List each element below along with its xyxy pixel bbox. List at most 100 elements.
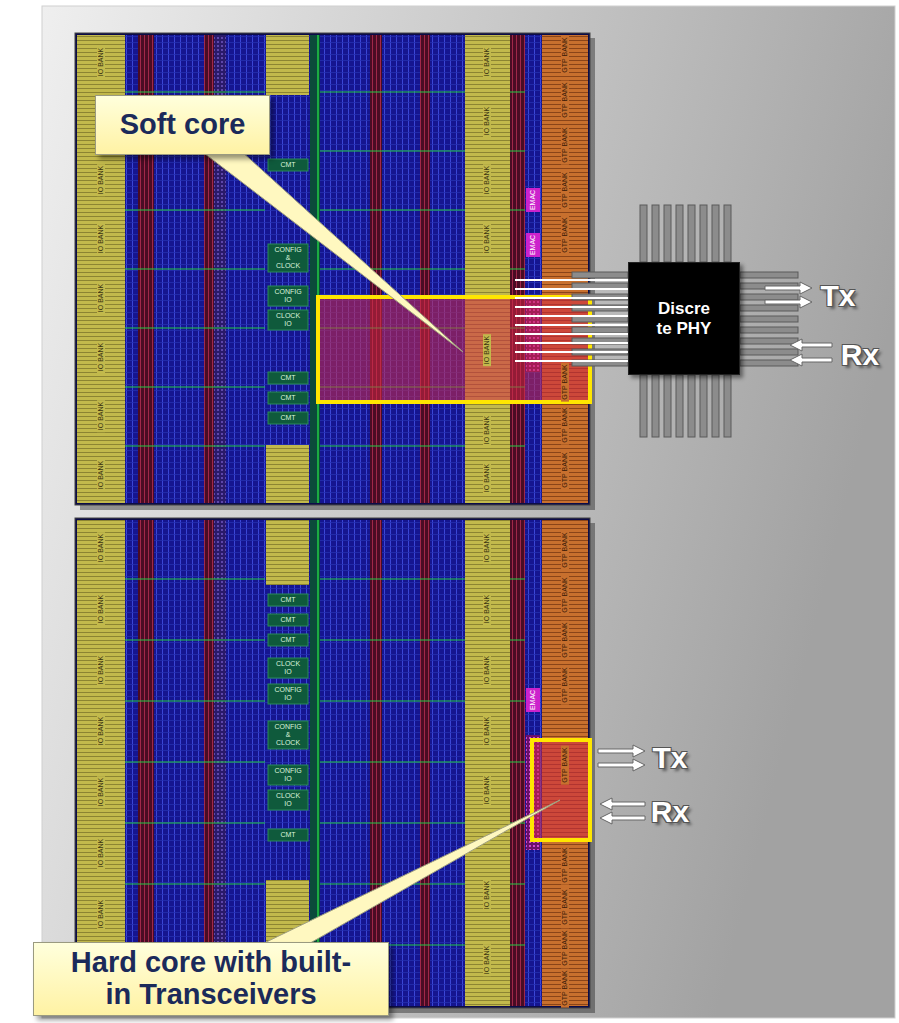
clock-region-line: [510, 92, 525, 93]
gtp-bank-label: GTP BANK: [561, 80, 569, 119]
clock-region-line: [125, 701, 265, 702]
gtp-bank-label: GTP BANK: [561, 362, 569, 401]
phy-pin: [712, 205, 719, 262]
clock-block-label: CLOCK IO: [273, 312, 303, 328]
io-bank-label: IO BANK: [483, 223, 491, 255]
gtp-bank-label: GTP BANK: [561, 887, 569, 926]
clock-block-label: CMT: [273, 596, 303, 604]
node-text: Hard core with built-in Transceivers: [61, 947, 361, 1011]
clock-region-line: [320, 823, 465, 824]
phy-wire: [515, 279, 630, 281]
phy-pin: [652, 375, 659, 437]
phy-pin: [640, 375, 647, 437]
phy-pin: [712, 375, 719, 437]
clock-region-line: [320, 579, 465, 580]
clock-region-line: [510, 151, 525, 152]
clock-block-label: CLOCK IO: [273, 792, 303, 808]
clock-block-label: CONFIG & CLOCK: [273, 246, 303, 270]
phy-pin: [740, 327, 798, 333]
signal-label: Rx: [841, 338, 879, 372]
phy-pin: [740, 294, 798, 300]
fabric-column: [265, 35, 310, 503]
cmt-block: [268, 658, 308, 678]
phy-wire: [515, 288, 630, 290]
clock-block-label: CMT: [273, 636, 303, 644]
gtp-bank-label: GTP BANK: [561, 968, 569, 1007]
clock-region-line: [320, 446, 465, 447]
phy-pin: [572, 327, 628, 333]
clock-region-line: [510, 579, 525, 580]
clock-region-line: [320, 640, 465, 641]
cmt-block: [268, 765, 308, 785]
emac-block: [526, 688, 540, 712]
fabric-column: [465, 520, 510, 1006]
io-block: [266, 520, 309, 585]
phy-pin: [688, 375, 695, 437]
io-bank-label: IO BANK: [483, 593, 491, 625]
panel: [42, 6, 895, 1018]
fabric-column: [154, 520, 204, 1006]
clock-block-label: CONFIG IO: [273, 686, 303, 702]
clock-region-line: [320, 762, 465, 763]
io-bank-label: IO BANK: [97, 654, 105, 686]
clock-region-line: [510, 884, 525, 885]
phy-pin: [724, 375, 731, 437]
fpga-die: [75, 33, 590, 505]
io-bank-label: IO BANK: [483, 414, 491, 446]
phy-pin: [676, 205, 683, 262]
phy-pin: [740, 338, 798, 344]
clock-region-line: [125, 269, 265, 270]
phy-pin: [740, 360, 798, 366]
gtp-bank-label: GTP BANK: [561, 575, 569, 614]
io-block: [266, 445, 309, 503]
phy-pin: [572, 272, 628, 278]
clock-region-line: [125, 884, 265, 885]
fabric-column: [525, 35, 542, 503]
io-bank-label: IO BANK: [97, 837, 105, 869]
fabric-column: [310, 35, 320, 503]
clock-block-label: CMT: [273, 616, 303, 624]
clock-region-line: [125, 92, 265, 93]
io-bank-label: IO BANK: [483, 944, 491, 976]
signal-label: Tx: [820, 279, 855, 313]
signal-arrow: [600, 798, 645, 810]
gtp-bank-label: GTP BANK: [561, 845, 569, 884]
phy-chip: Discre te PHY: [628, 262, 740, 375]
clock-region-line: [320, 151, 465, 152]
clock-region-line: [125, 387, 265, 388]
io-bank-label: IO BANK: [483, 774, 491, 806]
io-bank-label: IO BANK: [483, 46, 491, 78]
signal-arrow: [598, 745, 645, 757]
io-bank-label: IO BANK: [97, 532, 105, 564]
phy-wire: [515, 315, 630, 317]
phy-pin: [652, 205, 659, 262]
phy-wire: [515, 351, 630, 353]
clock-region-line: [125, 210, 265, 211]
signal-arrow: [765, 296, 812, 308]
emac-block: [526, 233, 540, 257]
clock-block-label: CMT: [273, 161, 303, 169]
cmt-block: [268, 594, 308, 606]
signal-label: Rx: [651, 795, 689, 829]
gtp-bank-label: GTP BANK: [561, 35, 569, 74]
io-bank-label: IO BANK: [483, 532, 491, 564]
fabric-column: [226, 520, 265, 1006]
io-bank-label: IO BANK: [97, 776, 105, 808]
phy-pin: [740, 316, 798, 322]
clock-region-line: [125, 579, 265, 580]
clock-region-line: [510, 640, 525, 641]
fabric-column: [382, 520, 420, 1006]
clock-region-line: [320, 701, 465, 702]
fabric-column: [420, 520, 430, 1006]
cmt-block: [268, 684, 308, 704]
cmt-block: [268, 790, 308, 810]
callout-box: Soft core: [95, 95, 270, 155]
phy-wire: [515, 297, 630, 299]
gtp-bank-label: GTP BANK: [561, 530, 569, 569]
clock-spine: [317, 35, 319, 503]
callout-box: Hard core with built-in Transceivers: [33, 942, 389, 1016]
clock-block-label: CMT: [273, 374, 303, 382]
io-bank-label: IO BANK: [483, 164, 491, 196]
